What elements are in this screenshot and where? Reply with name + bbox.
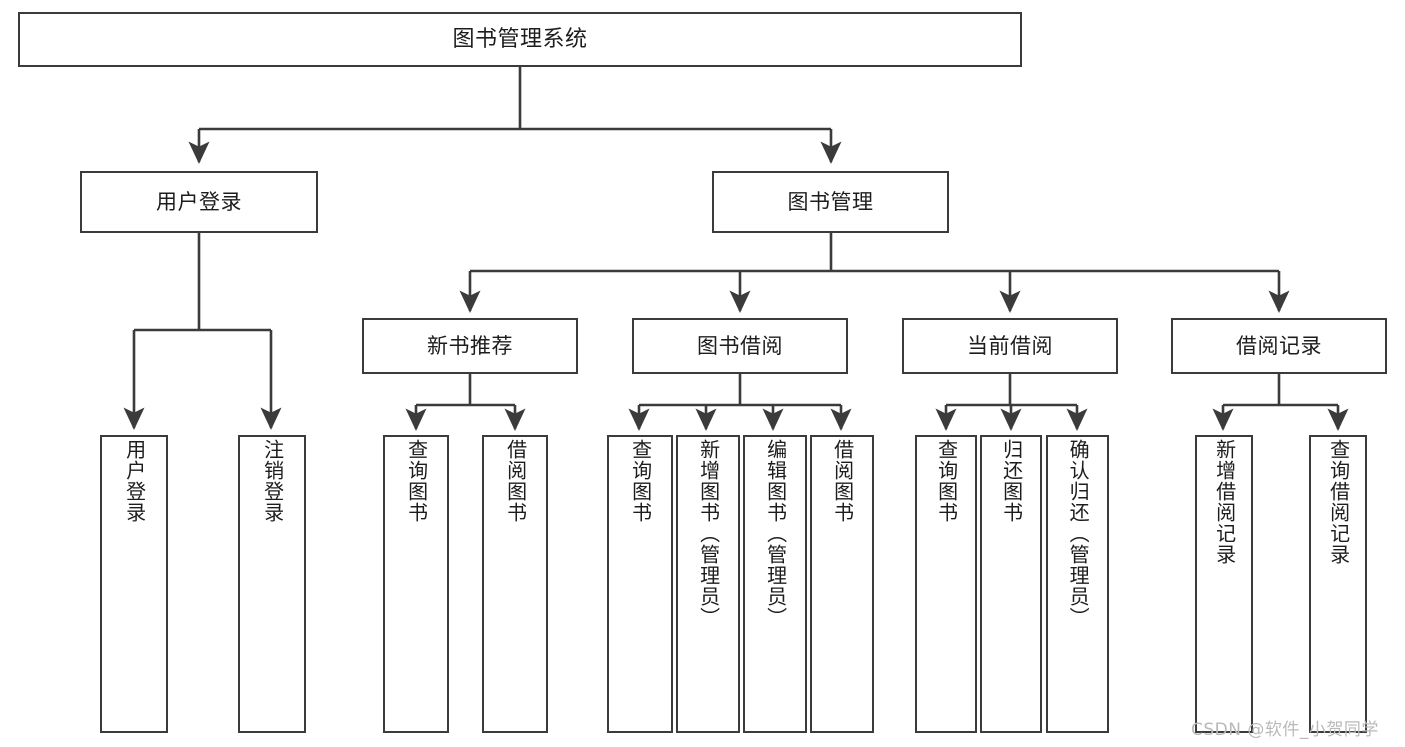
node-leaf-logout[interactable]: 注销登录 bbox=[238, 435, 306, 733]
node-current-borrow[interactable]: 当前借阅 bbox=[902, 318, 1118, 374]
node-root-book-management-system[interactable]: 图书管理系统 bbox=[18, 12, 1022, 67]
node-book-borrow[interactable]: 图书借阅 bbox=[632, 318, 848, 374]
node-label: 用户登录 bbox=[122, 439, 147, 523]
node-label: 图书管理系统 bbox=[452, 26, 588, 52]
node-leaf-borrow-book-recommend[interactable]: 借阅图书 bbox=[482, 435, 548, 733]
node-label: 归还图书 bbox=[999, 439, 1024, 523]
node-label: 查询借阅记录 bbox=[1326, 439, 1351, 565]
node-label: 确认归还（管理员） bbox=[1066, 439, 1091, 628]
node-label: 新增图书（管理员） bbox=[696, 439, 721, 628]
node-label: 当前借阅 bbox=[967, 333, 1053, 358]
node-leaf-query-borrow-record[interactable]: 查询借阅记录 bbox=[1309, 435, 1367, 733]
node-leaf-add-book-admin[interactable]: 新增图书（管理员） bbox=[676, 435, 740, 733]
node-book-management[interactable]: 图书管理 bbox=[712, 171, 949, 233]
node-leaf-borrow-book[interactable]: 借阅图书 bbox=[810, 435, 874, 733]
node-label: 借阅图书 bbox=[830, 439, 855, 523]
node-leaf-query-book-recommend[interactable]: 查询图书 bbox=[383, 435, 449, 733]
node-label: 图书借阅 bbox=[697, 333, 783, 358]
node-label: 查询图书 bbox=[934, 439, 959, 523]
node-label: 查询图书 bbox=[404, 439, 429, 523]
node-user-login[interactable]: 用户登录 bbox=[80, 171, 318, 233]
node-label: 新增借阅记录 bbox=[1212, 439, 1237, 565]
node-label: 图书管理 bbox=[787, 189, 874, 214]
node-label: 编辑图书（管理员） bbox=[763, 439, 788, 628]
node-leaf-edit-book-admin[interactable]: 编辑图书（管理员） bbox=[743, 435, 807, 733]
node-leaf-add-borrow-record[interactable]: 新增借阅记录 bbox=[1195, 435, 1253, 733]
node-label: 用户登录 bbox=[156, 189, 242, 214]
node-leaf-return-book[interactable]: 归还图书 bbox=[980, 435, 1042, 733]
node-leaf-query-book-current[interactable]: 查询图书 bbox=[915, 435, 977, 733]
node-leaf-query-book-borrow[interactable]: 查询图书 bbox=[607, 435, 673, 733]
csdn-watermark: CSDN @软件_小贺同学 bbox=[1191, 720, 1379, 740]
node-label: 注销登录 bbox=[260, 439, 285, 523]
node-label: 借阅图书 bbox=[503, 439, 528, 523]
node-leaf-confirm-return-admin[interactable]: 确认归还（管理员） bbox=[1046, 435, 1109, 733]
node-new-book-recommend[interactable]: 新书推荐 bbox=[362, 318, 578, 374]
node-borrow-record[interactable]: 借阅记录 bbox=[1171, 318, 1387, 374]
node-label: 查询图书 bbox=[628, 439, 653, 523]
node-label: 借阅记录 bbox=[1236, 333, 1322, 358]
node-leaf-user-login[interactable]: 用户登录 bbox=[100, 435, 168, 733]
node-label: 新书推荐 bbox=[427, 333, 513, 358]
